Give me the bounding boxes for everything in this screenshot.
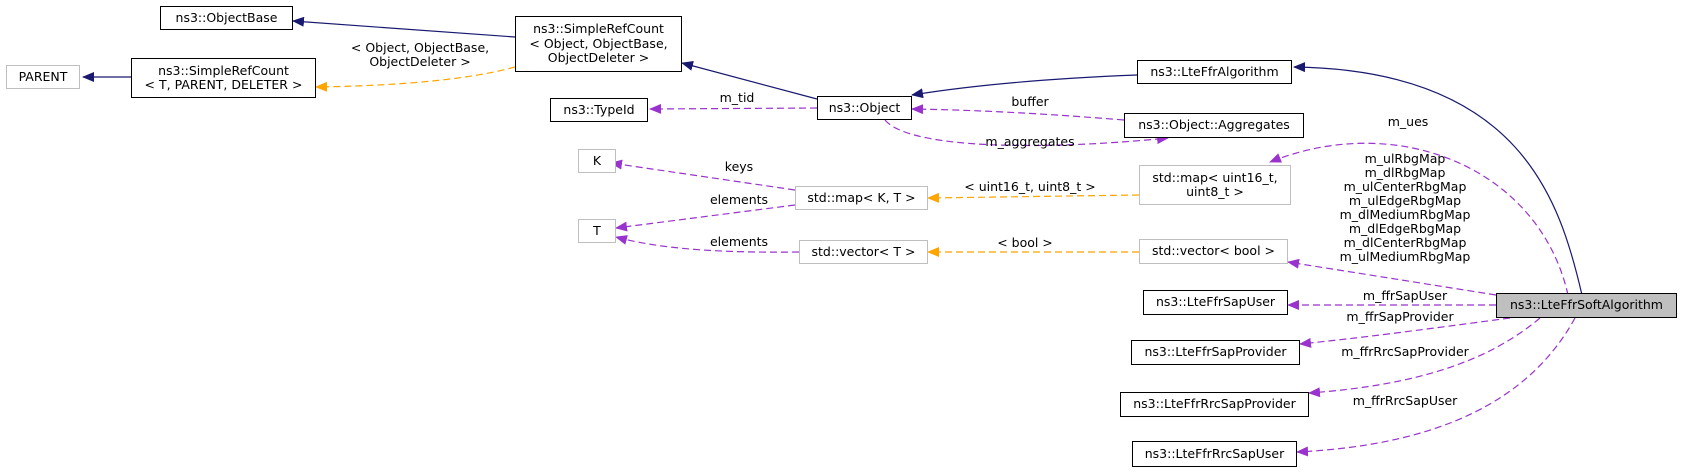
- label-m-ffr-sap-provider: m_ffrSapProvider: [1346, 309, 1454, 324]
- node-std-map-kt[interactable]: std::map< K, T >: [795, 186, 928, 210]
- edge-softalgorithm-to-map-uint: [1269, 142, 1569, 296]
- edge-simplerefcount-to-objectbase: [292, 16, 516, 38]
- edge-object-to-aggregates: [884, 119, 1169, 147]
- label-m-ffr-rrc-sap-user: m_ffrRrcSapUser: [1352, 393, 1458, 408]
- edge-ltefframalgorithm-to-object: [911, 74, 1138, 99]
- node-parent[interactable]: PARENT: [6, 65, 80, 89]
- node-lte-ffr-sap-provider[interactable]: ns3::LteFfrSapProvider: [1131, 340, 1300, 365]
- label-elements-map: elements: [709, 192, 769, 207]
- edge-map-kt-to-t: [615, 204, 796, 232]
- label-bool-args: < bool >: [997, 235, 1053, 250]
- edge-object-to-simplerefcount: [681, 61, 818, 100]
- node-lte-ffr-rrc-sap-provider[interactable]: ns3::LteFfrRrcSapProvider: [1120, 392, 1309, 417]
- edge-vector-t-to-t: [615, 235, 800, 253]
- label-elements-vector: elements: [709, 234, 769, 249]
- label-keys: keys: [724, 159, 754, 174]
- edge-softalgorithm-to-vector-bool: [1287, 258, 1497, 296]
- edge-map-uint-to-map-kt: [927, 192, 1140, 203]
- node-k[interactable]: K: [578, 149, 616, 173]
- label-m-tid: m_tid: [719, 90, 755, 105]
- edge-softalgorithm-to-ffrsapprovider: [1299, 317, 1511, 348]
- edge-softalgorithm-to-ltefframalgorithm: [1293, 62, 1583, 296]
- node-t[interactable]: T: [578, 219, 616, 243]
- node-lte-ffr-algorithm[interactable]: ns3::LteFfrAlgorithm: [1137, 60, 1292, 84]
- node-object-base[interactable]: ns3::ObjectBase: [160, 6, 293, 30]
- edge-object-to-typeid: [649, 103, 818, 114]
- node-lte-ffr-soft-algorithm[interactable]: ns3::LteFfrSoftAlgorithm: [1496, 293, 1677, 318]
- edge-map-kt-to-k: [610, 159, 796, 191]
- label-m-ffr-sap-user: m_ffrSapUser: [1362, 288, 1448, 303]
- node-std-vector-bool[interactable]: std::vector< bool >: [1139, 239, 1288, 264]
- node-lte-ffr-sap-user[interactable]: ns3::LteFfrSapUser: [1143, 290, 1288, 315]
- node-simple-ref-count[interactable]: ns3::SimpleRefCount < Object, ObjectBase…: [515, 16, 682, 72]
- label-object-deleter-args: < Object, ObjectBase, ObjectDeleter >: [350, 40, 490, 69]
- node-lte-ffr-rrc-sap-user[interactable]: ns3::LteFfrRrcSapUser: [1132, 441, 1297, 467]
- label-m-aggregates: m_aggregates: [985, 134, 1075, 149]
- node-simple-ref-count-t[interactable]: ns3::SimpleRefCount < T, PARENT, DELETER…: [131, 58, 316, 98]
- node-type-id[interactable]: ns3::TypeId: [550, 98, 648, 122]
- node-object-aggregates[interactable]: ns3::Object::Aggregates: [1124, 113, 1304, 138]
- edge-aggregates-to-object-buffer: [911, 104, 1125, 121]
- node-std-map-uint[interactable]: std::map< uint16_t, uint8_t >: [1139, 165, 1291, 205]
- label-rbg-maps: m_ulRbgMap m_dlRbgMap m_ulCenterRbgMap m…: [1339, 151, 1471, 264]
- edge-softalgorithm-to-ffrrrcsapprovider: [1308, 317, 1541, 398]
- edge-simplerefcount-to-simplerefcount-t: [315, 66, 516, 92]
- node-object[interactable]: ns3::Object: [817, 96, 912, 120]
- label-m-ffr-rrc-sap-provider: m_ffrRrcSapProvider: [1341, 344, 1469, 359]
- edge-softalgorithm-to-ffrrrcsapuser: [1296, 317, 1576, 457]
- label-buffer: buffer: [1011, 94, 1049, 109]
- node-std-vector-t[interactable]: std::vector< T >: [799, 240, 928, 264]
- label-uint-args: < uint16_t, uint8_t >: [964, 179, 1096, 194]
- label-m-ues: m_ues: [1387, 114, 1429, 129]
